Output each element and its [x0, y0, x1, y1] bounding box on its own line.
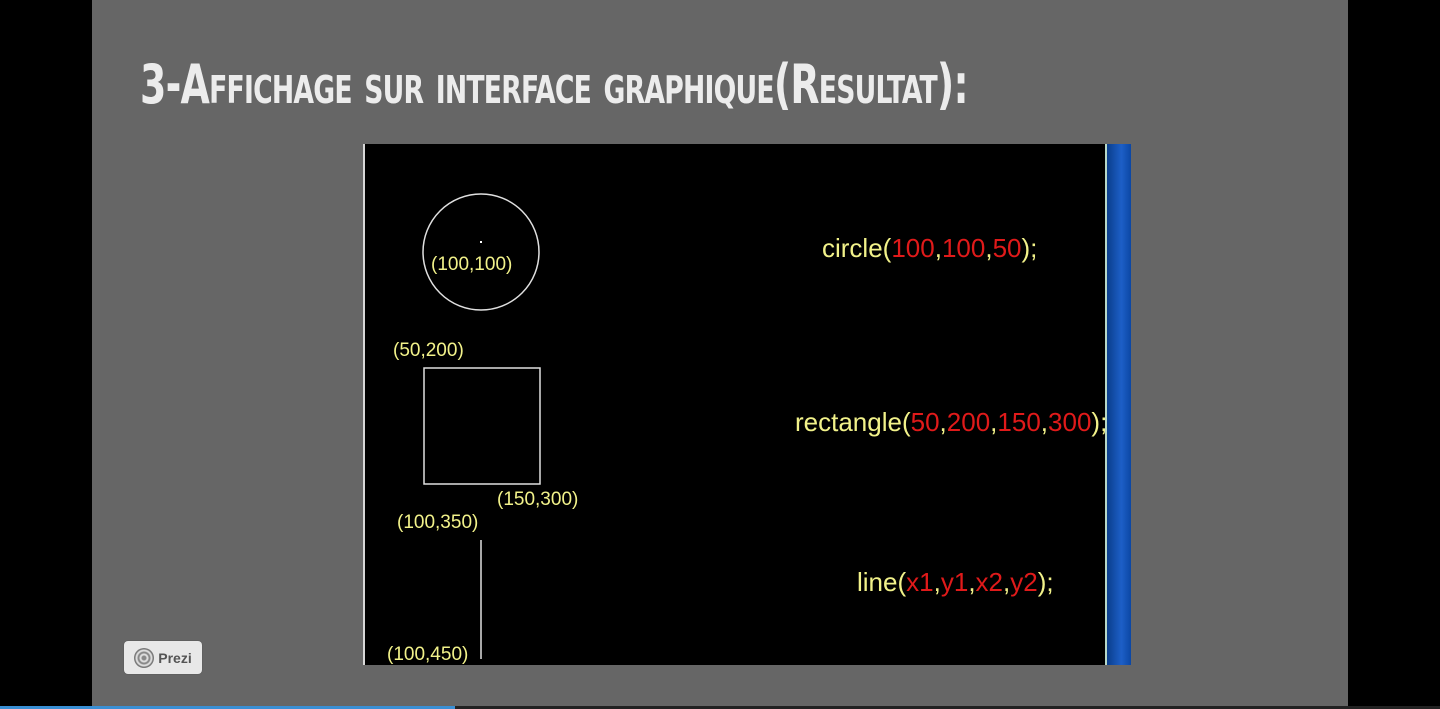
presentation-progress-bar	[0, 706, 1440, 709]
slide-title: 3-Affichage sur interface graphique(Resu…	[140, 53, 969, 116]
code-line-name: line(	[857, 567, 907, 597]
drawn-circle	[422, 193, 540, 311]
graphics-output-screenshot: (100,100) (50,200) (150,300) (100,350) (…	[363, 144, 1131, 665]
code-line-arg-1: x1	[906, 567, 934, 597]
label-line-start: (100,350)	[397, 512, 479, 533]
prezi-logo-icon	[134, 647, 155, 668]
code-circle-name: circle(	[822, 233, 892, 263]
presentation-progress-fill	[0, 706, 456, 709]
code-circle-arg-1: 100	[891, 233, 935, 263]
code-rectangle-arg-4: 300	[1048, 407, 1092, 437]
drawn-rectangle	[423, 367, 541, 485]
code-circle-arg-3: 50	[992, 233, 1022, 263]
window-left-border	[363, 144, 365, 665]
code-line-arg-2: y1	[940, 567, 969, 597]
window-scrollbar-area	[1107, 144, 1131, 665]
label-circle-center: (100,100)	[431, 254, 513, 275]
code-circle-end: );	[1021, 233, 1038, 263]
center-dot	[480, 241, 482, 243]
drawn-shapes	[422, 193, 541, 659]
prezi-badge-button[interactable]: Prezi	[124, 641, 202, 674]
prezi-badge-label: Prezi	[158, 649, 192, 666]
code-circle-arg-2: 100	[941, 233, 986, 263]
code-line-end: );	[1037, 567, 1054, 597]
code-line-arg-3: x2	[975, 567, 1004, 597]
code-rectangle-arg-2: 200	[946, 407, 991, 437]
presentation-slide: 3-Affichage sur interface graphique(Resu…	[92, 0, 1348, 709]
label-rect-top-left: (50,200)	[393, 340, 464, 361]
code-rectangle: rectangle(50,200,150,300);	[795, 407, 1108, 437]
code-rectangle-name: rectangle(	[795, 407, 911, 437]
code-rectangle-arg-1: 50	[910, 407, 940, 437]
code-rectangle-end: );	[1091, 407, 1108, 437]
label-rect-bottom-right: (150,300)	[497, 489, 579, 510]
code-circle: circle(100,100,50);	[822, 233, 1038, 263]
label-line-end: (100,450)	[387, 644, 469, 665]
code-line-arg-4: y2	[1010, 567, 1038, 597]
window-right-border	[1105, 144, 1107, 665]
code-line: line(x1,y1,x2,y2);	[857, 567, 1054, 597]
code-rectangle-arg-3: 150	[997, 407, 1041, 437]
